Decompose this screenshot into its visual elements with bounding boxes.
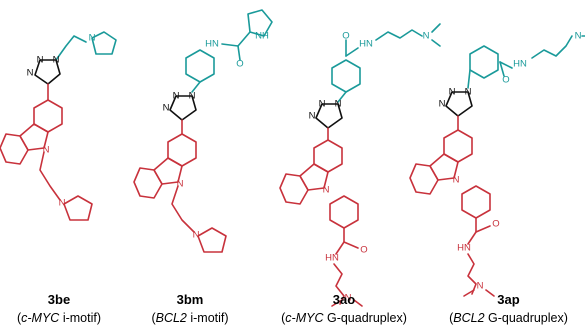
structure-3be: N N N N N N (0, 31, 117, 221)
carbonyl-o-label: O (502, 75, 509, 86)
carbazole-n-label: N (453, 175, 460, 186)
amide-hn-label: HN (513, 59, 527, 70)
carbonyl-o-label: O (492, 219, 499, 230)
proline-ring (247, 9, 273, 37)
structure-3ao: N HN O N N N N O HN N (279, 23, 441, 307)
carbazole-left-ring (279, 173, 309, 205)
triazole-ring (169, 95, 197, 121)
carbazole-pyrrole-ring (19, 123, 49, 151)
triazole-n1-label: N (53, 55, 60, 66)
carbazole-n-label: N (323, 185, 330, 196)
amide-n-bond (221, 43, 239, 47)
triazole-n2-label: N (449, 87, 456, 98)
n-phenyl-ring (461, 185, 491, 219)
methyl-2 (485, 289, 495, 297)
compound-id: 3ap (497, 292, 520, 307)
carbonyl-bond (499, 61, 505, 77)
triazole-n3-label: N (309, 111, 316, 122)
methyl-1 (463, 289, 475, 297)
compound-id: 3ao (332, 292, 356, 307)
carbonyl-bond (237, 45, 241, 61)
lower-pyrrolidine-ring (197, 227, 227, 253)
methyl-1 (431, 23, 441, 33)
carbazole-pyrrole-ring (429, 153, 459, 181)
carbazole-pyrrole-ring (153, 157, 183, 185)
structure-3ap: N HN O N N N N O HN N (409, 31, 585, 297)
amide-bond (499, 61, 513, 69)
propyl-chain-top (375, 29, 423, 41)
carbazole-left-ring (409, 163, 439, 195)
phenyl-ring (185, 49, 215, 83)
methyl-2 (353, 299, 363, 307)
compound-target: (c-MYC G-quadruplex) (281, 311, 407, 325)
phenyl-triazole-bond (191, 81, 201, 93)
carbazole-ethyl-linker (171, 185, 195, 233)
ethyl-linker (55, 35, 87, 61)
amide-n-bond (335, 241, 345, 255)
lower-pyrrolidine-n-label: N (59, 198, 66, 209)
carbonyl-o-label: O (360, 245, 367, 256)
proline-nh-label: NH (255, 31, 269, 42)
triazole-n1-label: N (465, 87, 472, 98)
compound-id: 3bm (176, 292, 204, 307)
carbazole-left-ring (133, 167, 163, 199)
caption-3be: 3be (c-MYC i-motif) (0, 291, 118, 327)
amide-bond (345, 47, 359, 57)
phenyl-triazole-bond (337, 91, 347, 103)
phenyl-ring (469, 45, 499, 79)
pyrrolidine-n-label: N (89, 33, 96, 44)
dimethylamino-n-label: N (423, 31, 430, 42)
phenyl-ring (331, 59, 361, 93)
triazole-ring (315, 103, 343, 129)
carbazole-n-label: N (177, 179, 184, 190)
amide-hn-label: HN (325, 253, 339, 264)
lower-pyrrolidine-ring (63, 195, 93, 221)
amide-hn-label: HN (359, 39, 373, 50)
carbazole-left-ring (0, 133, 29, 165)
n-phenyl-ring (329, 195, 359, 229)
triazole-n2-label: N (37, 55, 44, 66)
methyl-1 (331, 299, 343, 307)
compound-captions: 3be (c-MYC i-motif) 3bm (BCL2 i-motif) 3… (0, 291, 585, 331)
carbonyl-bond (343, 241, 359, 249)
carbonyl-o-label: O (236, 59, 243, 70)
carbonyl-o-label: O (342, 31, 349, 42)
propyl-chain-bottom (333, 263, 345, 305)
triazole-n2-label: N (319, 99, 326, 110)
dimethylamino-n-label: N (477, 281, 484, 292)
triazole-n1-label: N (189, 91, 196, 102)
methyl-2 (431, 39, 441, 47)
compound-target: (BCL2 G-quadruplex) (449, 311, 568, 325)
carbonyl-bond (475, 225, 491, 233)
compound-target: (BCL2 i-motif) (151, 311, 229, 325)
compound-id: 3be (47, 292, 71, 307)
pyrrolidine-ring (91, 31, 117, 55)
amide-c-bond (237, 31, 251, 47)
caption-3ao: 3ao (c-MYC G-quadruplex) (258, 291, 430, 327)
triazole-n3-label: N (27, 68, 34, 79)
phenyl-triazole-bond (467, 69, 471, 89)
propyl-chain-bottom (467, 253, 477, 295)
propyl-chain-top (531, 35, 573, 59)
structure-3bm: NH O HN N N N N N (133, 9, 273, 253)
triazole-n1-label: N (335, 99, 342, 110)
compound-target: (c-MYC i-motif) (16, 311, 102, 325)
caption-3ap: 3ap (BCL2 G-quadruplex) (432, 291, 585, 327)
amide-hn-label: HN (457, 243, 471, 254)
carbazole-ethyl-linker (39, 151, 61, 201)
amide-n-bond (467, 231, 477, 245)
caption-3bm: 3bm (BCL2 i-motif) (130, 291, 250, 327)
triazole-ring (34, 59, 61, 85)
triazole-ring (445, 91, 473, 117)
carbazole-n-label: N (43, 145, 50, 156)
lower-pyrrolidine-n-label: N (193, 230, 200, 241)
triazole-n2-label: N (173, 91, 180, 102)
carbazole-pyrrole-ring (299, 163, 329, 191)
dimethylamino-n-label: N (575, 31, 582, 42)
triazole-n3-label: N (439, 99, 446, 110)
triazole-n3-label: N (163, 103, 170, 114)
amide-hn-label: HN (205, 39, 219, 50)
dimethylamino-n-label: N (345, 293, 352, 304)
